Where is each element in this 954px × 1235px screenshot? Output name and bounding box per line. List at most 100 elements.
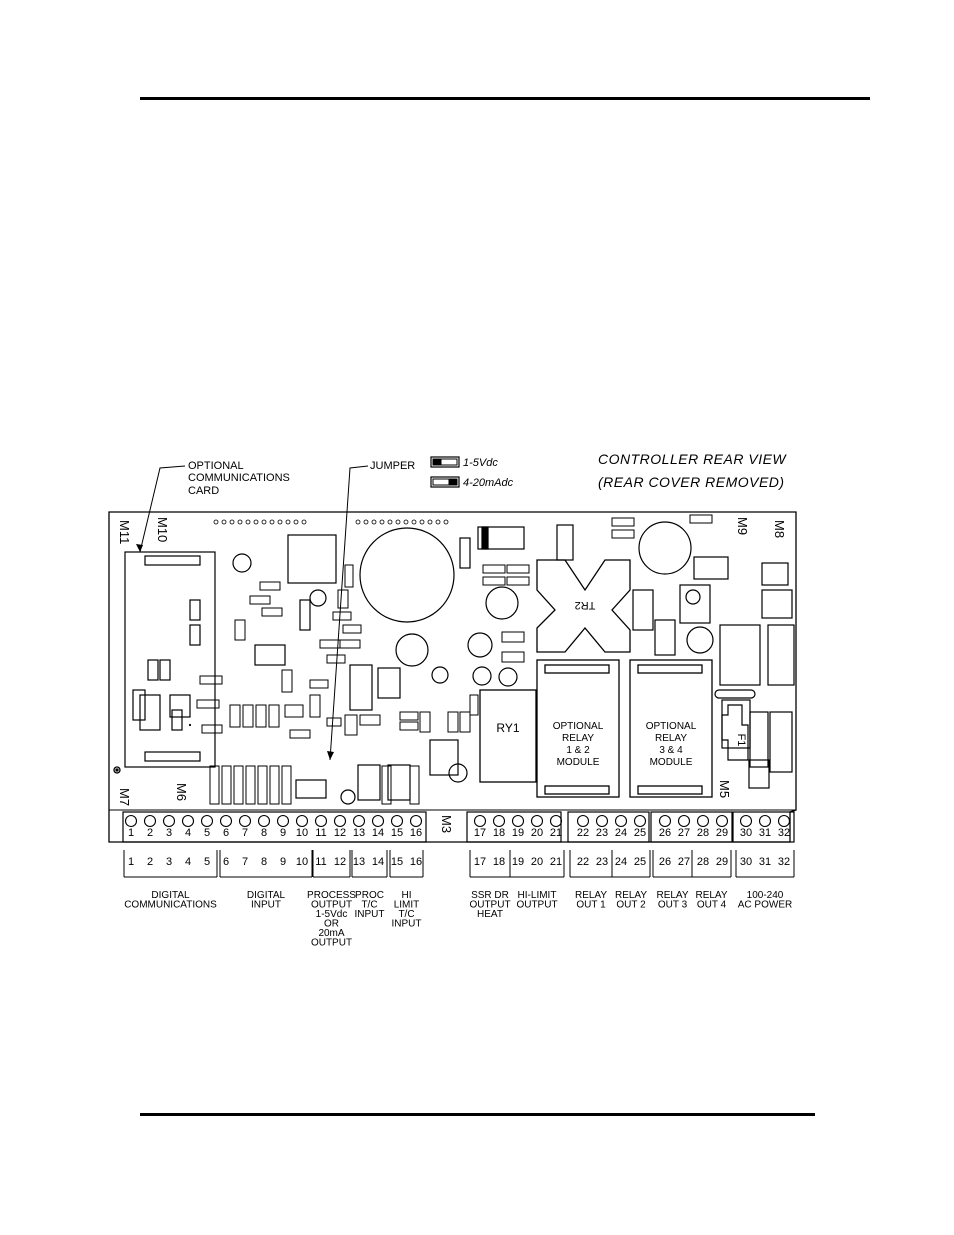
module-tags: M11 M10 M9 M8 M7 M6 M3 M5 [117,517,787,833]
terminal-number: 3 [166,827,172,839]
terminal-number: 8 [261,856,267,868]
terminal-group-label: INPUT [251,900,281,911]
terminal-group-label: DIGITAL [151,890,190,901]
svg-text:M3: M3 [439,815,454,833]
terminal-screw [257,814,271,828]
terminal-screw [200,814,214,828]
terminal-number: 12 [334,856,346,868]
terminal-screw [181,814,195,828]
terminal-screw [614,814,628,828]
terminal-group-label: OUT 1 [576,900,606,911]
terminal-group-labels: DIGITALCOMMUNICATIONSDIGITALINPUTPROCESS… [124,890,792,949]
terminal-group-label: OUTPUT [469,900,510,911]
terminal-number: 21 [550,856,562,868]
terminal-number: 16 [410,827,422,839]
terminal-group-label: 20mA [318,928,344,939]
terminal-number: 12 [334,827,346,839]
jumper-label: JUMPER [370,460,415,472]
terminal-number: 24 [615,856,627,868]
terminal-number: 2 [147,856,153,868]
terminal-number: 14 [372,856,384,868]
svg-text:M6: M6 [174,783,189,801]
terminal-number: 1 [128,856,134,868]
svg-text:F1: F1 [735,734,747,747]
svg-text:M8: M8 [772,520,787,538]
svg-text:M9: M9 [735,517,750,535]
terminal-group-label: AC POWER [738,900,792,911]
terminal-group-label: LIMIT [394,900,420,911]
terminal-number: 31 [759,856,771,868]
terminal-screw [143,814,157,828]
terminal-number: 23 [596,827,608,839]
terminal-number: 1 [128,827,134,839]
svg-text:CARD: CARD [188,485,219,497]
terminal-screw [511,814,525,828]
terminal-group-label: RELAY [695,890,727,901]
terminal-number: 17 [474,827,486,839]
top-header-pins [213,519,449,525]
terminal-number: 29 [716,856,728,868]
svg-text:1-5Vdc: 1-5Vdc [463,457,498,469]
main-relay: RY1 [479,689,537,783]
terminal-group-bracket [611,850,651,878]
terminal-number: 7 [242,827,248,839]
terminal-number: 25 [634,856,646,868]
terminal-group-label: OUTPUT [311,900,352,911]
svg-text:M11: M11 [117,520,132,544]
terminal-group-label: RELAY [575,890,607,901]
transformer: TR2 [536,559,631,653]
terminal-group-label: HEAT [477,909,503,920]
terminal-number: 5 [204,827,210,839]
terminal-number: 24 [615,827,627,839]
terminal-screw [739,814,753,828]
terminal-number: 20 [531,827,543,839]
terminal-number: 28 [697,827,709,839]
terminal-legend-boxes [123,850,795,878]
svg-text:M10: M10 [155,517,170,542]
svg-text:TR2: TR2 [575,599,596,611]
capacitor-large [359,527,455,623]
terminal-screw [530,814,544,828]
jumper-legend: 1-5Vdc 4-20mAdc [430,456,514,489]
svg-text:MODULE: MODULE [650,757,693,768]
svg-text:3 & 4: 3 & 4 [659,745,683,756]
terminal-number: 13 [353,856,365,868]
svg-text:1 & 2: 1 & 2 [566,745,590,756]
terminal-group-label: RELAY [656,890,688,901]
terminal-group-label: HI-LIMIT [518,890,557,901]
terminal-screw [633,814,647,828]
terminal-screw [314,814,328,828]
terminal-number: 6 [223,827,229,839]
diagram-subtitle: (REAR COVER REMOVED) [598,474,785,490]
jumper-leader [329,465,369,761]
terminal-number: 18 [493,827,505,839]
terminal-number: 27 [678,856,690,868]
terminal-number: 22 [577,827,589,839]
terminal-number: 19 [512,856,524,868]
terminal-screw [492,814,506,828]
terminal-number: 32 [778,827,790,839]
terminal-number: 10 [296,827,308,839]
relay-module-3-4: OPTIONAL RELAY 3 & 4 MODULE [629,659,713,798]
top-rule [140,97,870,100]
terminal-group-label: 100-240 [747,890,784,901]
terminal-group-label: OUTPUT [516,900,557,911]
terminal-group-label: RELAY [615,890,647,901]
terminal-screw [124,814,138,828]
terminal-screw [162,814,176,828]
optional-card-leader [139,465,186,553]
terminal-screw [333,814,347,828]
svg-text:M7: M7 [117,788,132,806]
terminal-number: 8 [261,827,267,839]
terminal-group-label: INPUT [392,919,422,930]
terminal-number: 20 [531,856,543,868]
relay-module-1-2: OPTIONAL RELAY 1 & 2 MODULE [536,659,620,798]
terminal-group-bracket [312,850,351,878]
terminal-number: 32 [778,856,790,868]
terminal-number: 9 [280,856,286,868]
terminal-number: 14 [372,827,384,839]
terminal-group-label: SSR DR [471,890,509,901]
